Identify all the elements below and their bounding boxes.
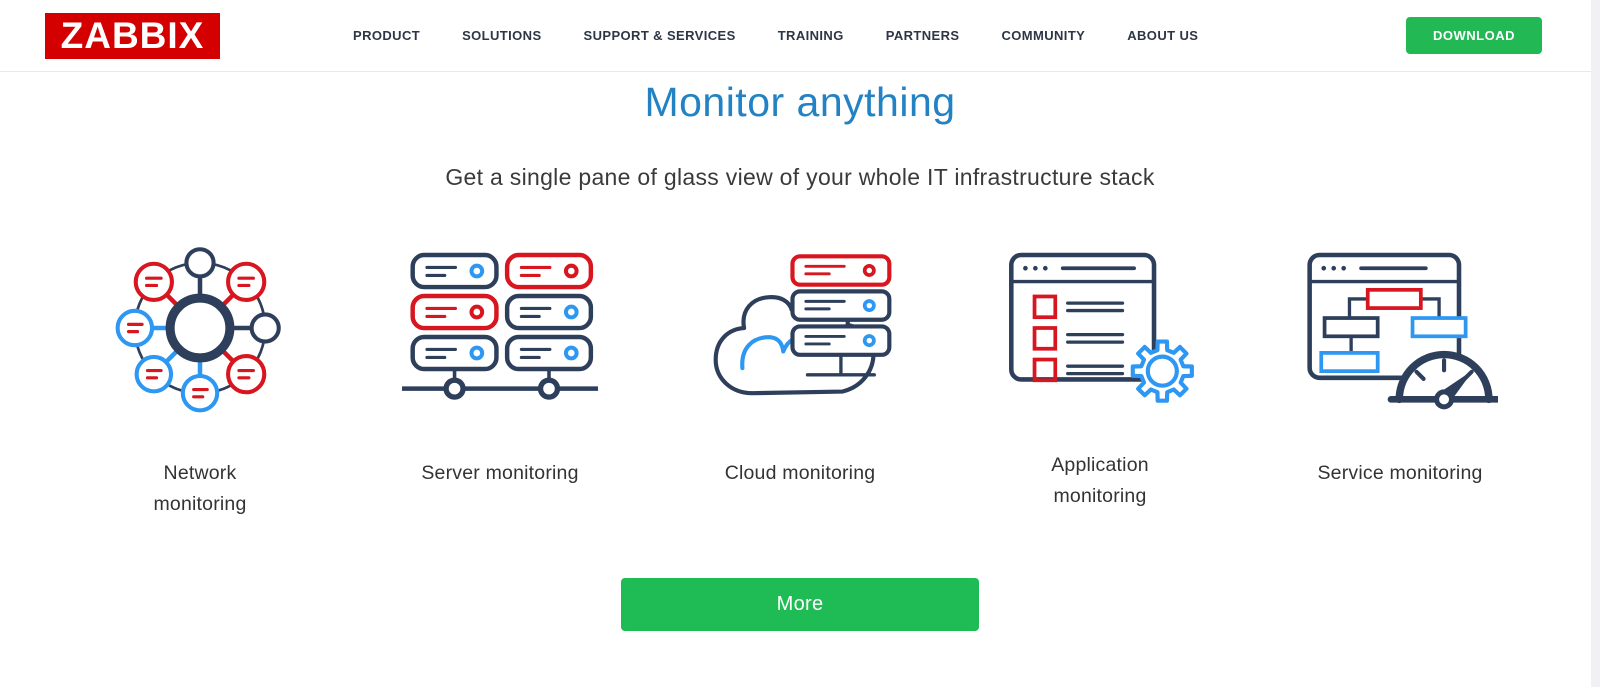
nav-item-about-us[interactable]: ABOUT US [1127,28,1199,43]
nav-item-support-services[interactable]: SUPPORT & SERVICES [583,28,736,43]
main-nav: PRODUCT SOLUTIONS SUPPORT & SERVICES TRA… [353,28,1198,43]
card-label: Cloud monitoring [724,462,876,485]
scrollbar[interactable] [1591,0,1600,687]
card-cloud-monitoring[interactable]: Cloud monitoring [690,241,910,520]
card-server-monitoring[interactable]: Server monitoring [390,241,610,520]
top-nav: ZABBIX PRODUCT SOLUTIONS SUPPORT & SERVI… [0,0,1600,72]
monitoring-cards: Network monitoring [90,241,1510,520]
network-monitoring-icon [90,241,310,415]
download-button[interactable]: DOWNLOAD [1406,17,1542,54]
card-label: Network monitoring [153,462,247,516]
more-button[interactable]: More [621,578,979,632]
page-title: Monitor anything [644,79,956,125]
card-label: Server monitoring [421,462,579,485]
card-label: Service monitoring [1317,462,1483,485]
cloud-monitoring-icon [690,241,910,415]
logo-text: ZABBIX [60,14,205,56]
card-application-monitoring[interactable]: Application monitoring [990,241,1210,520]
service-monitoring-icon [1290,241,1510,415]
nav-item-partners[interactable]: PARTNERS [885,28,960,43]
nav-item-training[interactable]: TRAINING [777,28,844,43]
card-label: Application monitoring [1051,454,1149,508]
zabbix-logo[interactable]: ZABBIX [45,12,220,59]
nav-item-product[interactable]: PRODUCT [353,28,421,43]
hero-section: Monitor anything Get a single pane of gl… [0,72,1600,632]
card-network-monitoring[interactable]: Network monitoring [90,241,310,520]
server-monitoring-icon [390,241,610,415]
card-service-monitoring[interactable]: Service monitoring [1290,241,1510,520]
nav-item-community[interactable]: COMMUNITY [1001,28,1086,43]
application-monitoring-icon [990,241,1210,415]
hero-subtitle: Get a single pane of glass view of your … [445,164,1155,191]
nav-item-solutions[interactable]: SOLUTIONS [462,28,542,43]
